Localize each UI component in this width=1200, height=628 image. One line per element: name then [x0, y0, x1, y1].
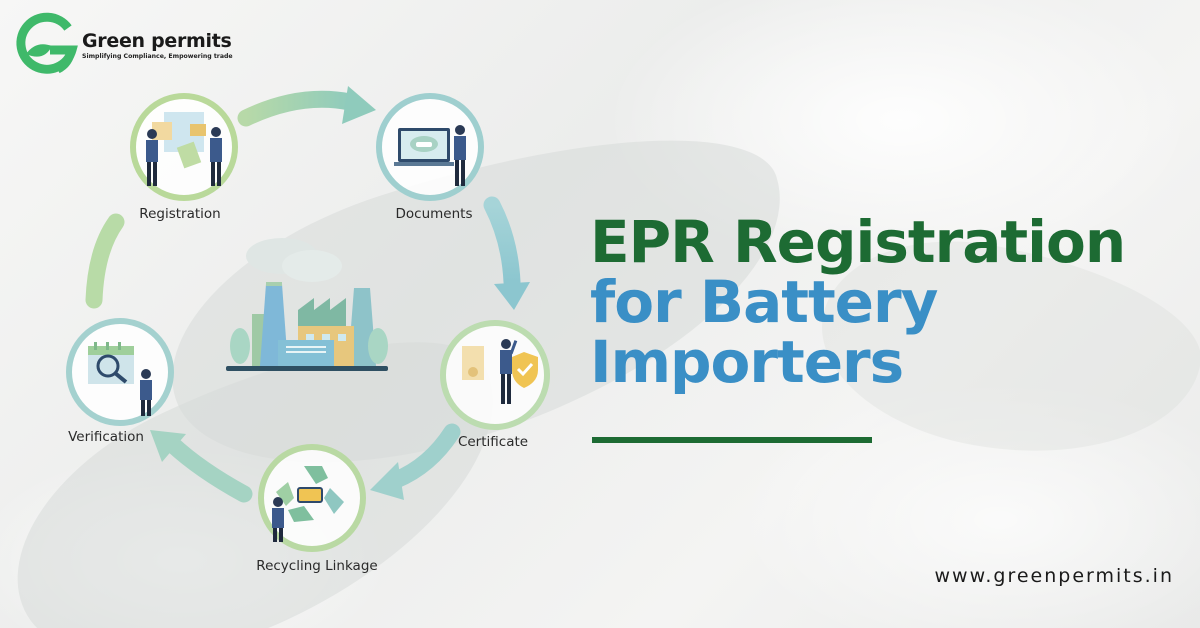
step-label: Registration	[139, 206, 221, 222]
headline-underline	[592, 437, 872, 443]
recycle-battery-icon	[264, 462, 354, 544]
brand-name: Green permits	[82, 30, 232, 52]
cycle-arrows	[85, 86, 530, 503]
headline-line-1: EPR Registration	[590, 208, 1126, 276]
brand-logo[interactable]: Green permits Simplifying Compliance, Em…	[14, 10, 233, 76]
step-label: Certificate	[457, 434, 529, 450]
headline-line-3: Importers	[590, 328, 904, 396]
headline: EPR Registration for Battery Importers	[590, 208, 1126, 396]
step-label: Verification	[68, 429, 144, 445]
laptop-cloud-icon	[394, 122, 474, 188]
website-link[interactable]: www.greenpermits.in	[934, 565, 1174, 587]
step-label: Recycling Linkage	[256, 558, 378, 574]
certificate-shield-icon	[456, 338, 542, 408]
factory-icon	[222, 236, 392, 376]
green-g-leaf-logo-icon	[14, 10, 80, 76]
step-label: Documents	[395, 206, 473, 222]
brand-tagline: Simplifying Compliance, Empowering trade	[82, 53, 233, 60]
handshake-documents-icon	[142, 110, 228, 190]
calendar-magnifier-icon	[84, 338, 164, 418]
headline-line-2: for Battery	[590, 268, 938, 336]
step-ring	[440, 320, 550, 430]
